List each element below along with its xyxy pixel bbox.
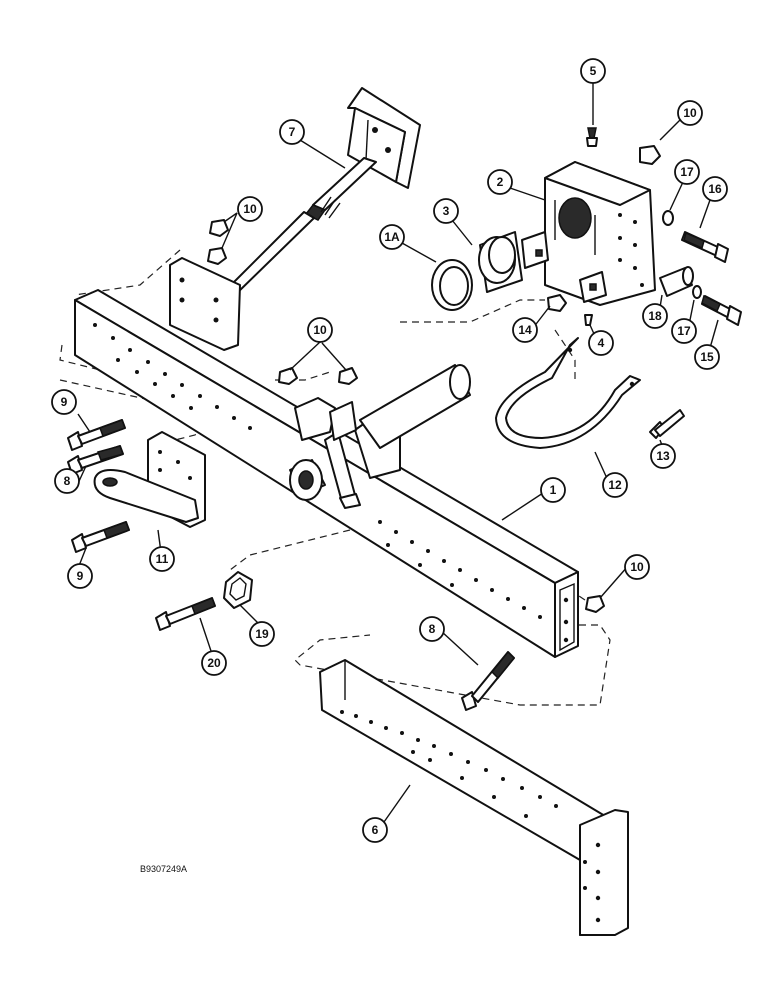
callout-14: 14 xyxy=(512,317,538,343)
leader-lines xyxy=(74,83,719,823)
callout-1a: 1A xyxy=(379,224,405,250)
callout-10-left: 10 xyxy=(237,196,263,222)
callout-17-mid: 17 xyxy=(671,318,697,344)
svg-text:9: 9 xyxy=(61,395,68,409)
callout-8-left: 8 xyxy=(54,468,80,494)
svg-text:17: 17 xyxy=(680,165,694,179)
svg-text:13: 13 xyxy=(656,449,670,463)
callout-19: 19 xyxy=(249,621,275,647)
svg-text:18: 18 xyxy=(648,309,662,323)
svg-text:8: 8 xyxy=(64,474,71,488)
svg-text:10: 10 xyxy=(243,202,257,216)
svg-text:10: 10 xyxy=(313,323,327,337)
jack-stand xyxy=(169,87,421,351)
callout-16: 16 xyxy=(702,176,728,202)
figure-code: B9307249A xyxy=(140,864,187,874)
pivot-housing xyxy=(521,161,656,306)
callout-20: 20 xyxy=(201,650,227,676)
main-drawbar xyxy=(74,289,579,658)
svg-text:4: 4 xyxy=(598,336,605,350)
callout-3: 3 xyxy=(433,198,459,224)
svg-text:11: 11 xyxy=(156,552,169,566)
callout-6: 6 xyxy=(362,817,388,843)
svg-text:17: 17 xyxy=(677,324,691,338)
callout-7: 7 xyxy=(279,119,305,145)
grease-fitting xyxy=(586,127,598,147)
fasteners xyxy=(67,145,742,711)
svg-text:15: 15 xyxy=(700,350,714,364)
extension-bar xyxy=(319,659,629,936)
svg-text:7: 7 xyxy=(289,125,296,139)
callout-15: 15 xyxy=(694,344,720,370)
callouts: 5 10 7 2 3 17 16 10 1A 14 18 17 15 4 10 … xyxy=(51,58,728,843)
callout-10-mid: 10 xyxy=(307,317,333,343)
callout-18: 18 xyxy=(642,303,668,329)
callout-8-right: 8 xyxy=(419,616,445,642)
svg-text:16: 16 xyxy=(708,182,722,196)
svg-text:12: 12 xyxy=(608,478,622,492)
svg-text:10: 10 xyxy=(683,106,697,120)
svg-text:10: 10 xyxy=(630,560,644,574)
mounting-post xyxy=(294,364,471,479)
callout-9-top: 9 xyxy=(51,389,77,415)
svg-text:1: 1 xyxy=(550,483,557,497)
svg-text:3: 3 xyxy=(443,204,450,218)
callout-12: 12 xyxy=(602,472,628,498)
svg-text:9: 9 xyxy=(77,569,84,583)
svg-text:20: 20 xyxy=(207,656,221,670)
callout-10-right: 10 xyxy=(624,554,650,580)
svg-text:5: 5 xyxy=(590,64,597,78)
svg-text:19: 19 xyxy=(255,627,269,641)
svg-text:14: 14 xyxy=(518,323,532,337)
hitch-clevis xyxy=(93,431,206,528)
callout-13: 13 xyxy=(650,443,676,469)
bushing-3 xyxy=(478,231,523,293)
callout-17-top: 17 xyxy=(674,159,700,185)
callout-1: 1 xyxy=(540,477,566,503)
callout-4: 4 xyxy=(588,330,614,356)
u-strap xyxy=(495,337,641,449)
svg-text:6: 6 xyxy=(372,823,379,837)
svg-text:2: 2 xyxy=(497,175,504,189)
bushing-1a xyxy=(431,259,473,311)
callout-9-bottom: 9 xyxy=(67,563,93,589)
svg-text:1A: 1A xyxy=(384,230,400,244)
callout-2: 2 xyxy=(487,169,513,195)
callout-10-top: 10 xyxy=(677,100,703,126)
svg-text:8: 8 xyxy=(429,622,436,636)
callout-11: 11 xyxy=(149,546,175,572)
callout-5: 5 xyxy=(580,58,606,84)
